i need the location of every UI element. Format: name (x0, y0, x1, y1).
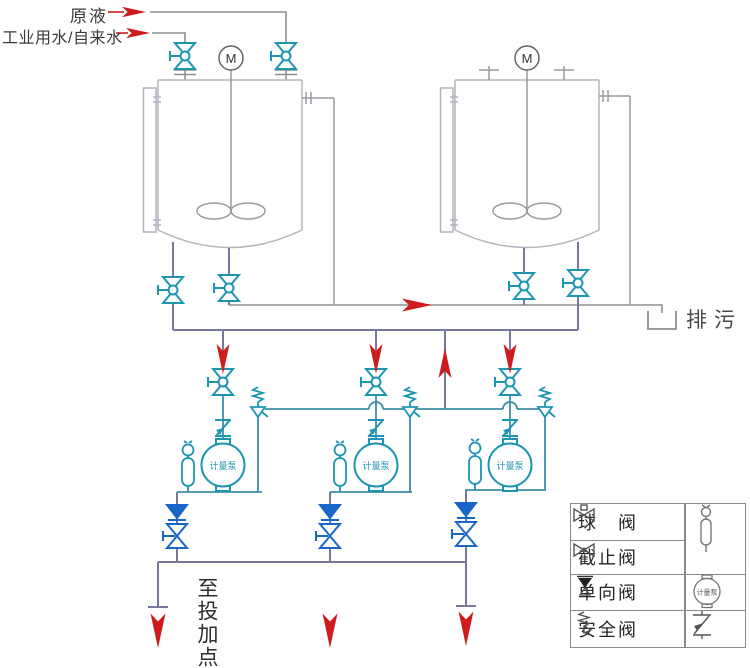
pulsation-damper-icon (181, 440, 195, 493)
safety-valve-icon (537, 386, 556, 418)
metering-pump-1: 计量泵 (200, 438, 246, 492)
pulsation-damper-icon (468, 438, 482, 491)
feed-raw-label: 原液 (70, 7, 108, 26)
legend-divider (684, 504, 686, 647)
legend-row: 安全阀 (571, 610, 684, 648)
legend-row: 单向阀 (571, 574, 684, 609)
safety-valve-icon (402, 386, 421, 418)
ball-valve-icon (562, 269, 589, 297)
discharge-valve-stack-icon (315, 504, 341, 549)
tank-1-internals (196, 70, 335, 305)
ball-valve-icon (157, 276, 184, 304)
flow-arrow-right (126, 27, 150, 39)
safety-return-line (265, 401, 545, 410)
safety-return-drops (257, 414, 546, 492)
flow-arrow-right (122, 6, 146, 18)
dosing-point-label: 至投加点 (195, 577, 218, 668)
tank-1 (142, 79, 303, 249)
drain-funnel-icon (647, 311, 677, 330)
flow-arrow-down (458, 611, 474, 646)
motor-icon (514, 45, 540, 71)
pump-label: 计量泵 (362, 460, 389, 471)
drain-label: 排污 (686, 309, 742, 332)
ball-valve-icon (270, 42, 297, 70)
metering-pump-3: 计量泵 (487, 438, 533, 492)
agitator-blade-icon (196, 202, 232, 220)
outlet-3 (456, 562, 476, 607)
feed-water-label: 工业用水/自来水 (2, 30, 123, 47)
top-nozzle-icon (479, 66, 499, 80)
check-valve-icon (693, 611, 711, 639)
drain-line (229, 304, 677, 330)
legend: 球 阀 截止阀 单向阀 安全阀 (570, 503, 746, 648)
pulsation-damper-icon (700, 504, 712, 552)
outlet-1 (148, 562, 168, 608)
discharge-valve-stack-icon (162, 504, 188, 549)
legend-cell-pump: 计量泵 (685, 574, 746, 609)
flow-arrows (108, 6, 517, 648)
stop-valve-icon (573, 542, 595, 558)
pump-label: 计量泵 (697, 588, 718, 597)
metering-pump-icon: 计量泵 (693, 574, 721, 609)
agitator-blade-icon (526, 202, 562, 220)
level-gauge-1 (142, 87, 157, 233)
legend-label: 单向阀 (578, 582, 638, 603)
level-gauge-2 (439, 87, 454, 233)
legend-cell-check-valve (685, 610, 746, 648)
agitator-blade-icon (492, 202, 528, 220)
ball-valve-icon (494, 368, 521, 396)
safety-valve-icon (250, 386, 269, 418)
motor-label: M (226, 51, 237, 66)
pump-label: 计量泵 (496, 460, 523, 471)
ball-valve-icon (169, 42, 196, 70)
pulsation-damper-icon (333, 440, 347, 493)
legend-label: 截止阀 (578, 547, 638, 568)
motor-label: M (522, 51, 533, 66)
motor-1: M (218, 45, 244, 71)
legend-row: 球 阀 (571, 504, 684, 539)
flow-arrow-down (150, 613, 166, 648)
legend-label: 安全阀 (578, 620, 638, 640)
overflow-nozzle-1 (302, 92, 334, 104)
metering-pump-2: 计量泵 (353, 438, 399, 492)
ball-valve-icon (360, 368, 387, 396)
pump-label: 计量泵 (209, 460, 236, 471)
safety-valve-icon (576, 611, 593, 634)
ball-valve-icon (207, 368, 234, 396)
pump-discharge-lines (177, 489, 546, 493)
ball-valve-icon (573, 504, 595, 523)
legend-label: 球 阀 (578, 512, 638, 533)
tank-2-internals (479, 66, 631, 305)
overflow-nozzle-2 (599, 90, 630, 102)
ball-valve-icon (508, 272, 535, 300)
legend-cell-damper (685, 504, 746, 573)
flow-arrow-down (322, 613, 338, 648)
motor-2: M (514, 45, 540, 71)
top-nozzle-icon (554, 66, 574, 80)
tank-2 (439, 79, 600, 249)
discharge-valve-stack-icon (451, 502, 477, 547)
motor-icon (218, 45, 244, 71)
ball-valve-icon (213, 274, 240, 302)
one-way-valve-icon (577, 575, 593, 596)
legend-row: 截止阀 (571, 540, 684, 573)
agitator-blade-icon (230, 202, 266, 220)
branch-drops (222, 330, 511, 374)
